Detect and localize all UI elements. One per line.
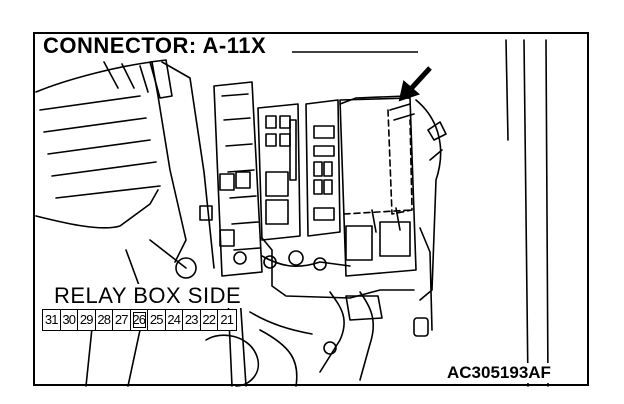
- connector-title: CONNECTOR: A-11X: [41, 33, 269, 58]
- pin-cell: 29: [78, 310, 96, 330]
- relay-box-side-label: RELAY BOX SIDE: [51, 284, 245, 308]
- relay-box: [339, 97, 417, 277]
- pin-cell: 30: [61, 310, 78, 330]
- pin-cell-highlighted: 26: [131, 310, 148, 330]
- pin-cell: 25: [148, 310, 166, 330]
- pointer-arrow-icon: [398, 66, 432, 102]
- pin-layout: 31 30 29 28 27 26 25 24 23 22 21: [42, 309, 237, 331]
- figure-code: AC305193AF: [445, 363, 553, 383]
- right-bracket: [415, 99, 442, 301]
- mid-block: [305, 99, 341, 237]
- pin-cell: 23: [183, 310, 201, 330]
- pin-cell: 22: [201, 310, 218, 330]
- fuse-block: [257, 103, 301, 241]
- pin-cell: 31: [43, 310, 61, 330]
- pin-cell: 27: [113, 310, 131, 330]
- left-housing-outline: [35, 61, 187, 263]
- pin-cell: 21: [220, 312, 234, 327]
- relay-strip: [213, 81, 263, 277]
- pin-cell: 24: [166, 310, 183, 330]
- pin-cell: 28: [96, 310, 113, 330]
